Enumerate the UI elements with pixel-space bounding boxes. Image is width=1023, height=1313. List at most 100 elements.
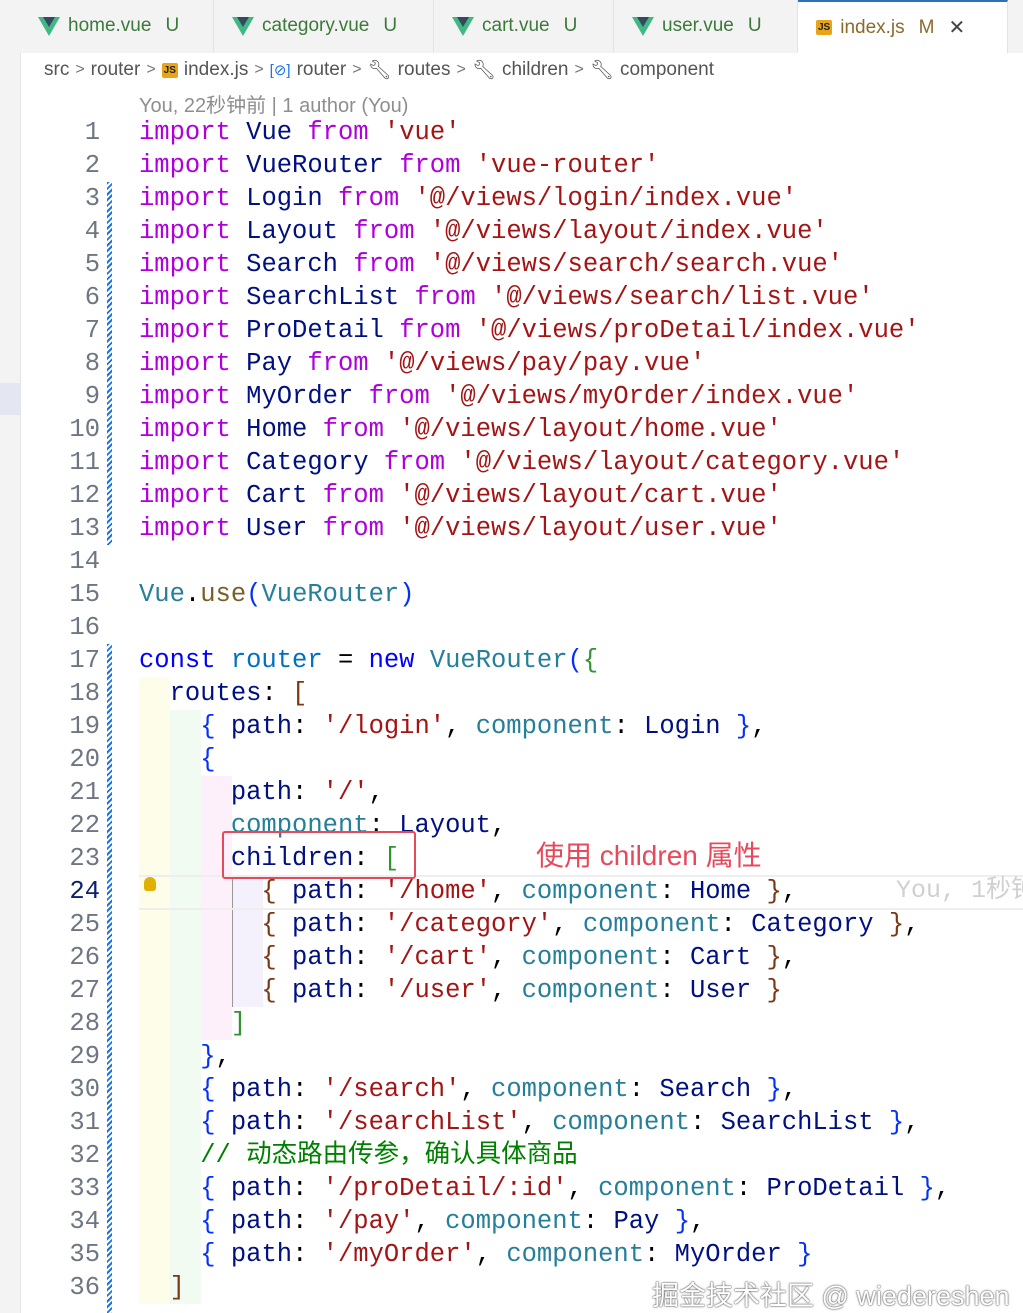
line-text: import Vue from 'vue' (139, 116, 460, 149)
token-id: Category (246, 448, 369, 477)
chevron-right-icon: > (456, 61, 466, 78)
token-p: , (414, 1207, 446, 1236)
token-str: '/proDetail/:id' (322, 1174, 568, 1203)
token-br1: } (674, 1207, 690, 1236)
token-p: : (292, 1075, 323, 1104)
token-p: , (445, 712, 476, 741)
tab-label: user.vue (662, 15, 734, 36)
token-br1: ) (399, 580, 415, 609)
line-number: 18 (69, 679, 100, 708)
watermark: 掘金技术社区 @ wiedereshen (652, 1281, 1010, 1311)
token-p (139, 712, 200, 741)
line-text: { path: '/home', component: Home }, (139, 875, 797, 908)
token-p (231, 316, 246, 345)
token-p (139, 679, 170, 708)
token-p: : (353, 943, 384, 972)
git-modified-bar[interactable] (107, 182, 112, 545)
line-text: component: Layout, (139, 809, 506, 842)
token-str: '@/views/pay/pay.vue' (383, 349, 706, 378)
breadcrumb-file[interactable]: index.js (183, 59, 249, 80)
token-comp: component (582, 910, 721, 939)
breadcrumb-router-var[interactable]: router (296, 59, 347, 80)
token-p: : (353, 877, 384, 906)
token-str: '/category' (383, 910, 553, 939)
token-p (384, 514, 399, 543)
token-p: , (904, 1108, 920, 1137)
token-p: : (292, 1174, 323, 1203)
token-br1: } (797, 1240, 813, 1269)
token-kw: from (322, 415, 384, 444)
token-str: '@/views/layout/category.vue' (460, 448, 905, 477)
line-text: import Home from '@/views/layout/home.vu… (139, 413, 782, 446)
token-kw: import (139, 448, 231, 477)
breadcrumb-router-folder[interactable]: router (90, 59, 141, 80)
token-p: : (582, 1207, 614, 1236)
chevron-right-icon: > (254, 61, 264, 78)
token-p (216, 646, 231, 675)
token-p (415, 217, 430, 246)
token-p (139, 877, 261, 906)
token-p (323, 184, 338, 213)
active-indicator (0, 383, 20, 415)
token-p: : (292, 1108, 323, 1137)
line-number: 6 (84, 283, 100, 312)
token-blue: const (139, 646, 216, 675)
token-p (216, 1207, 231, 1236)
token-kw: import (139, 481, 231, 510)
line-number: 32 (69, 1141, 100, 1170)
token-key: children (230, 844, 354, 873)
lightbulb-icon[interactable] (144, 877, 156, 891)
token-br1: { (200, 1174, 216, 1203)
token-p (231, 118, 246, 147)
token-p (216, 712, 231, 741)
token-p: : (261, 679, 293, 708)
token-p (369, 118, 384, 147)
token-p (231, 481, 246, 510)
token-p (139, 1174, 200, 1203)
token-p (231, 448, 246, 477)
token-p: = (322, 646, 369, 675)
token-id: Home (689, 877, 752, 906)
token-str: '/login' (322, 712, 446, 741)
token-p (277, 877, 292, 906)
token-p (369, 448, 384, 477)
close-icon[interactable]: ✕ (948, 17, 966, 39)
git-modified-bar[interactable] (107, 644, 112, 1313)
line-number: 7 (84, 316, 100, 345)
token-p: : (292, 1240, 323, 1269)
token-cm: // 动态路由传参，确认具体商品 (200, 1141, 578, 1170)
breadcrumb-children[interactable]: children (501, 59, 569, 80)
token-p: : (720, 910, 752, 939)
token-p: , (491, 877, 522, 906)
line-number: 28 (69, 1009, 100, 1038)
token-id: Layout (246, 217, 338, 246)
codelens-blame[interactable]: You, 22秒钟前 | 1 author (You) (139, 95, 409, 117)
token-p (307, 415, 322, 444)
js-icon: JS (816, 20, 833, 35)
breadcrumb-src[interactable]: src (44, 59, 70, 80)
breadcrumb-routes[interactable]: routes (397, 59, 451, 80)
line-text: import MyOrder from '@/views/myOrder/ind… (139, 380, 858, 413)
line-number: 35 (69, 1240, 100, 1269)
token-id: User (689, 976, 752, 1005)
line-number: 13 (69, 514, 100, 543)
token-kw: from (368, 382, 430, 411)
token-br3: } (766, 943, 782, 972)
breadcrumb-component[interactable]: component (619, 59, 714, 80)
token-comp: component (521, 976, 660, 1005)
tab-label: cart.vue (482, 15, 550, 36)
vue-icon (452, 16, 474, 36)
line-text: import VueRouter from 'vue-router' (139, 149, 659, 182)
variable-icon: [⊘] (269, 62, 291, 79)
line-number: 23 (69, 844, 100, 873)
token-str: '/' (322, 778, 369, 807)
token-kw: import (139, 217, 231, 246)
token-br1: } (888, 1108, 905, 1137)
token-p (292, 118, 307, 147)
token-p (139, 1009, 231, 1038)
